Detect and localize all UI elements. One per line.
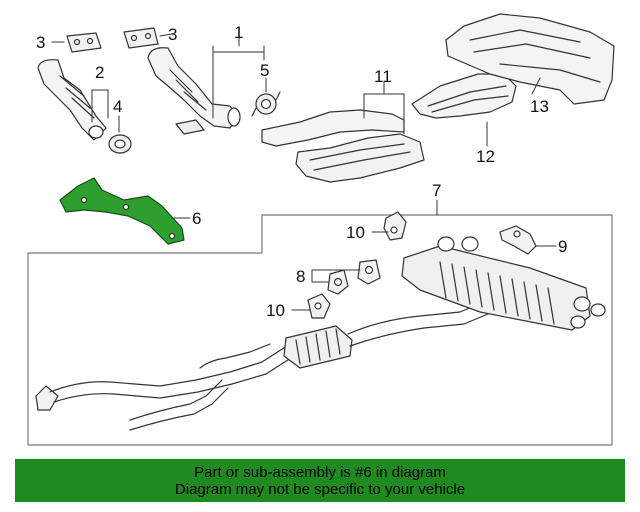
heat-shield-13 [445, 13, 615, 105]
callout-4: 4 [113, 97, 122, 116]
gasket-4 [108, 134, 132, 154]
hanger-8-pair [327, 259, 381, 295]
catalytic-converter-left [37, 59, 107, 141]
callout-5: 5 [260, 61, 269, 80]
banner-line-2: Diagram may not be specific to your vehi… [174, 480, 466, 498]
leader-lines [51, 33, 557, 311]
catalytic-converter-right [147, 47, 241, 135]
gasket-left [66, 32, 102, 53]
callout-2: 2 [95, 63, 104, 82]
gasket-right [123, 27, 159, 49]
exhaust-bracket-highlighted [59, 177, 185, 245]
heat-shield-12 [411, 73, 517, 119]
hanger-9 [499, 225, 537, 255]
callout-11: 11 [374, 67, 392, 86]
gasket-5 [251, 91, 281, 117]
callout-9: 9 [558, 237, 567, 256]
callout-8: 8 [296, 267, 305, 286]
banner-line-1: Part or sub-assembly is #6 in diagram [194, 463, 446, 481]
hanger-10-lower [307, 293, 331, 319]
info-banner: Part or sub-assembly is #6 in diagram Di… [15, 459, 625, 502]
callout-7: 7 [432, 181, 441, 200]
callout-10b: 10 [266, 301, 285, 320]
callout-12: 12 [476, 147, 495, 166]
exhaust-parts-diagram: 3 3 1 2 5 4 11 13 12 6 7 10 9 8 10 [27, 13, 615, 446]
assembly-outline-box [27, 214, 613, 446]
hanger-10-upper [383, 211, 407, 241]
callout-1: 1 [234, 23, 243, 42]
callout-10a: 10 [346, 223, 365, 242]
callout-6: 6 [192, 209, 201, 228]
heat-shield-11 [261, 109, 425, 183]
callout-3a: 3 [36, 33, 45, 52]
callout-13: 13 [530, 97, 549, 116]
callout-3b: 3 [168, 25, 177, 44]
exhaust-system-assembly [35, 236, 606, 431]
